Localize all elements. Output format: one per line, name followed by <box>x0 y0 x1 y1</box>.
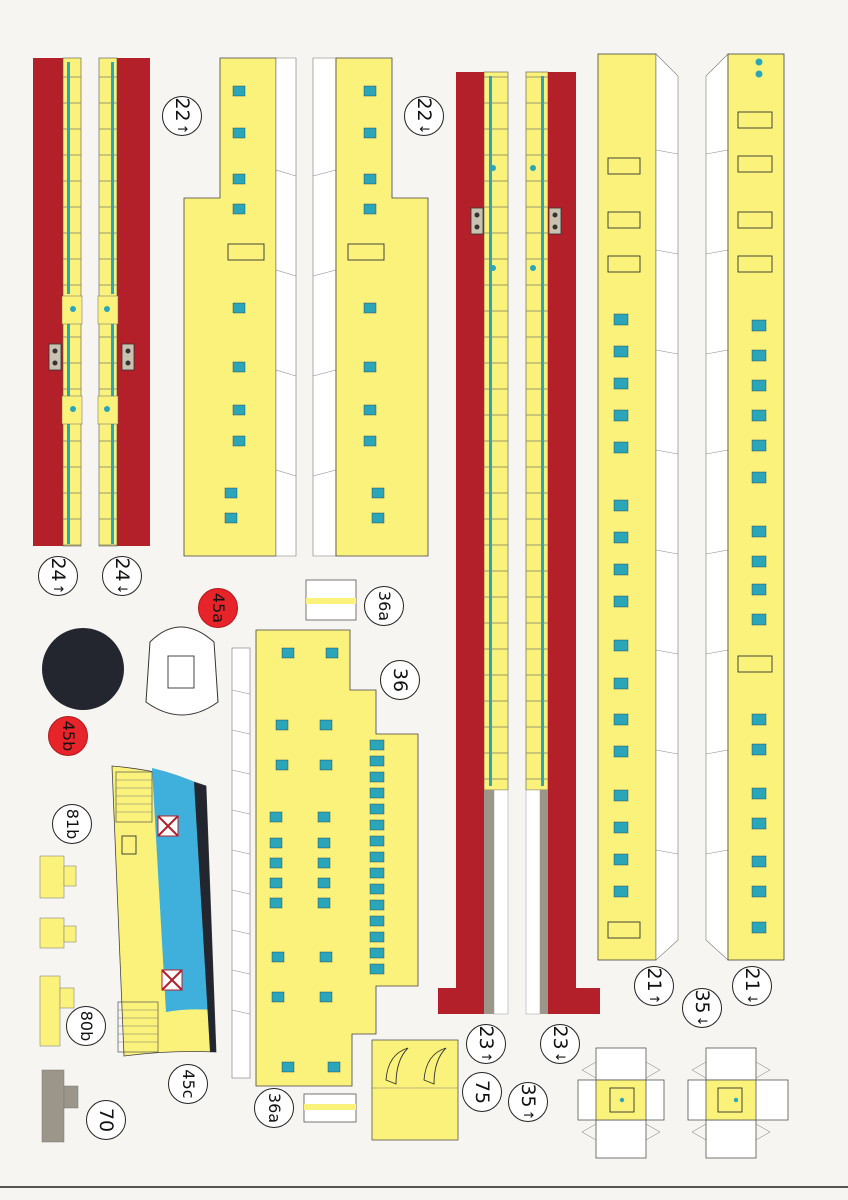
part-35-left <box>577 1047 665 1159</box>
flag-icon <box>157 815 179 837</box>
part-label-35-down: 35↓ <box>682 988 722 1028</box>
part-label-45b: 45b <box>48 716 88 756</box>
part-23-right <box>525 71 600 1015</box>
part-80b-pieces <box>39 975 75 1047</box>
part-label-24-down: 24↓ <box>102 556 142 596</box>
part-label-81b: 81b <box>52 804 92 844</box>
part-label-75: 75 <box>462 1072 502 1112</box>
part-label-80b: 80b <box>66 1006 106 1046</box>
part-label-36: 36 <box>380 660 420 700</box>
part-label-45c: 45c <box>168 1064 208 1104</box>
part-22-right <box>312 57 429 557</box>
part-70-piece <box>41 1069 79 1143</box>
flag-icon <box>161 969 183 991</box>
part-75-piece <box>371 1039 459 1141</box>
part-label-21-down: 21↓ <box>732 966 772 1006</box>
part-24-left <box>33 57 83 547</box>
part-23-left <box>438 71 509 1015</box>
part-label-22-down: 22↓ <box>404 96 444 136</box>
part-35-right <box>687 1047 789 1159</box>
sheet-edge-line <box>0 1186 848 1188</box>
part-81b-pieces <box>39 855 77 949</box>
part-label-45a: 45a <box>198 588 238 628</box>
part-21-right <box>705 53 785 961</box>
part-36a-top <box>305 579 357 621</box>
part-21-left <box>597 53 679 961</box>
part-24-right <box>97 57 150 547</box>
part-label-70: 70 <box>86 1100 126 1140</box>
part-45b-disc <box>42 628 124 710</box>
part-label-21-up: 21↑ <box>634 966 674 1006</box>
part-36a-bottom <box>303 1093 357 1123</box>
part-label-35-up: 35↑ <box>508 1082 548 1122</box>
part-label-36a-bottom: 36a <box>254 1088 294 1128</box>
part-label-22-up: 22↑ <box>162 96 202 136</box>
part-label-24-up: 24↑ <box>38 556 78 596</box>
part-label-36a-top: 36a <box>364 586 404 626</box>
part-label-23-down: 23↓ <box>540 1024 580 1064</box>
part-45c-band <box>111 765 217 1057</box>
part-45a-oval <box>145 626 219 716</box>
part-22-left <box>183 57 297 557</box>
part-label-23-up: 23↑ <box>466 1024 506 1064</box>
part-36-body <box>231 629 419 1087</box>
